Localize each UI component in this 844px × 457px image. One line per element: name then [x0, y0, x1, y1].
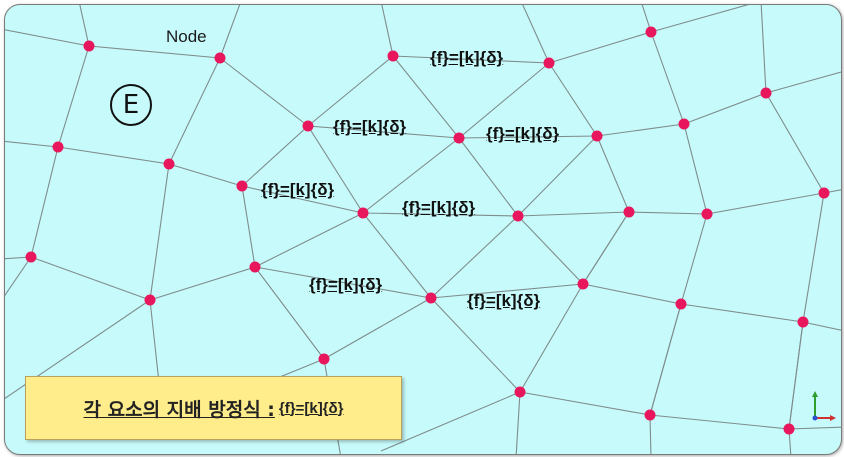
mesh-node	[144, 294, 156, 306]
mesh-node	[318, 353, 330, 365]
mesh-node	[387, 50, 399, 62]
mesh-nodes	[25, 26, 830, 435]
mesh-node	[644, 409, 656, 421]
mesh-node	[25, 251, 37, 263]
mesh-node	[591, 130, 603, 142]
mesh-node	[543, 57, 555, 69]
axis-triad-icon	[812, 391, 836, 421]
mesh-node	[357, 207, 369, 219]
caption-equation: {f}=[k]{δ}	[278, 399, 344, 417]
mesh-node	[783, 423, 795, 435]
mesh-node	[797, 316, 809, 328]
mesh-node	[249, 261, 261, 273]
mesh-node	[645, 26, 657, 38]
mesh-node	[678, 118, 690, 130]
element-equation: {f}=[k]{δ}	[430, 48, 504, 67]
mesh-node	[818, 187, 830, 199]
element-symbol-icon: E	[110, 84, 152, 126]
mesh-node	[577, 278, 589, 290]
finite-element-mesh	[5, 5, 841, 454]
mesh-node	[760, 87, 772, 99]
mesh-node	[623, 206, 635, 218]
element-symbol-letter: E	[122, 90, 140, 120]
mesh-node	[163, 158, 175, 170]
mesh-node	[83, 40, 95, 52]
mesh-node	[52, 141, 64, 153]
node-label: Node	[166, 27, 207, 46]
element-equation: {f}=[k]{δ}	[333, 117, 407, 136]
mesh-node	[701, 208, 713, 220]
element-equation: {f}=[k]{δ}	[402, 198, 476, 217]
mesh-lines	[5, 5, 841, 454]
element-equation: {f}=[k]{δ}	[261, 180, 335, 199]
element-equation: {f}=[k]{δ}	[309, 275, 383, 294]
mesh-node	[214, 52, 226, 64]
governing-equation-caption: 각 요소의 지배 방정식 : {f}=[k]{δ}	[25, 376, 402, 440]
mesh-node	[425, 292, 437, 304]
mesh-node	[302, 120, 314, 132]
element-equation: {f}=[k]{δ}	[467, 291, 541, 310]
mesh-node	[675, 298, 687, 310]
mesh-node	[514, 386, 526, 398]
element-equation: {f}=[k]{δ}	[486, 124, 560, 143]
mesh-node	[512, 210, 524, 222]
caption-text: 각 요소의 지배 방정식 :	[83, 398, 275, 421]
mesh-node	[236, 180, 248, 192]
mesh-node	[453, 132, 465, 144]
